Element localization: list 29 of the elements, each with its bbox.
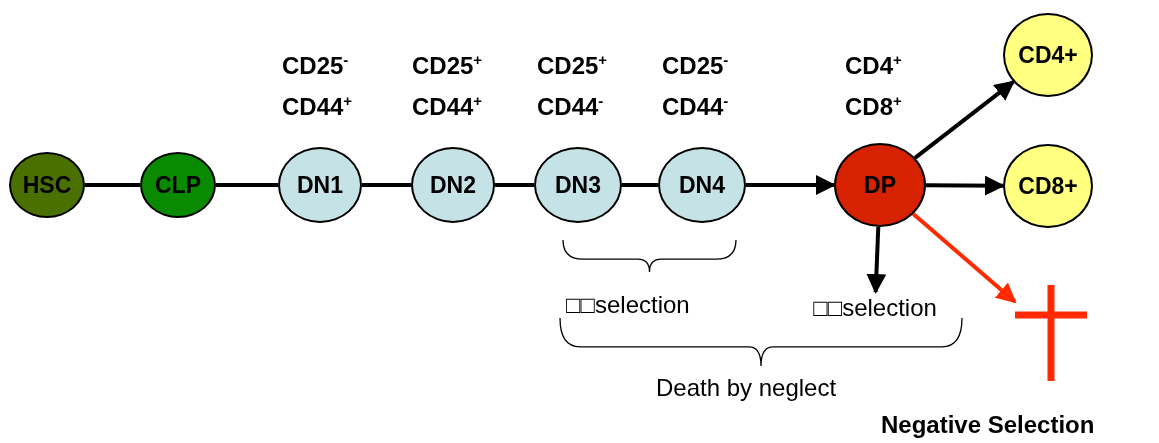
arrow xyxy=(913,80,1015,160)
marker-label: CD4$^{+}$ CD8$^{+}$ xyxy=(845,50,903,122)
cross-symbol xyxy=(1015,285,1087,381)
node-label: DP xyxy=(864,171,896,199)
node-label: CD8+ xyxy=(1018,172,1078,200)
selection-label: □□selection xyxy=(813,294,937,322)
node-label: DN3 xyxy=(555,171,601,199)
arrow xyxy=(926,175,1005,196)
annotation-text: □□selection xyxy=(566,291,690,319)
node-label: DN2 xyxy=(430,171,476,199)
arrow xyxy=(746,175,836,195)
connector-line xyxy=(495,183,534,187)
node-label: CLP xyxy=(155,171,201,199)
node-label: HSC xyxy=(22,171,72,199)
marker-label: CD25$^{+}$ CD44$^{+}$ xyxy=(412,50,484,122)
node-label: Negative Selection xyxy=(881,411,1095,439)
annotation-text: Death by neglect xyxy=(656,374,837,402)
arrow xyxy=(912,212,1017,304)
marker-label: CD25$^{-}$ CD44$^{+}$ xyxy=(282,50,354,122)
marker-label: CD25$^{-}$ CD44$^{-}$ xyxy=(662,50,730,122)
arrow xyxy=(866,226,887,294)
marker-label: CD25$^{+}$ CD44$^{-}$ xyxy=(537,50,609,122)
node-label: DN1 xyxy=(297,171,343,199)
connector-line xyxy=(85,183,140,187)
connector-line xyxy=(362,183,411,187)
connector-line xyxy=(216,183,278,187)
node-label: CD4+ xyxy=(1018,41,1078,69)
node-label: DN4 xyxy=(679,171,725,199)
connector-line xyxy=(622,183,658,187)
